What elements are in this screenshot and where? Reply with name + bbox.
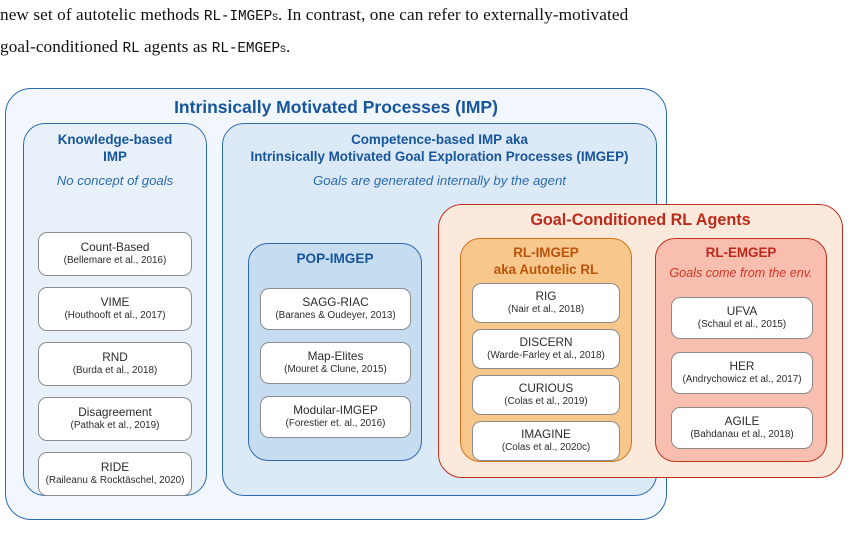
method-card-imagine: IMAGINE(Colas et al., 2020c) <box>472 421 620 461</box>
method-card-rig: RIG(Nair et al., 2018) <box>472 283 620 323</box>
method-card-curious: CURIOUS(Colas et al., 2019) <box>472 375 620 415</box>
method-name: SAGG-RIAC <box>302 295 369 310</box>
method-card-discern: DISCERN(Warde-Farley et al., 2018) <box>472 329 620 369</box>
method-reference: (Mouret & Clune, 2015) <box>284 364 387 376</box>
caption-text: goal-conditioned <box>0 37 123 56</box>
rl-emgep-subtitle: Goals come from the env. <box>669 266 813 280</box>
method-name: Count-Based <box>80 240 150 255</box>
imp-title: Intrinsically Motivated Processes (IMP) <box>174 97 498 117</box>
method-reference: (Burda et al., 2018) <box>72 365 158 377</box>
goal-conditioned-rl-agents-title: Goal-Conditioned RL Agents <box>530 211 751 229</box>
method-card-rnd: RND(Burda et al., 2018) <box>38 342 192 386</box>
knowledge-based-imp-title: Knowledge-based IMP <box>23 131 207 165</box>
method-card-ride: RIDE(Raileanu & Rocktäschel, 2020) <box>38 452 192 496</box>
method-name: HER <box>729 359 755 374</box>
method-reference: (Nair et al., 2018) <box>507 304 585 316</box>
method-card-count-based: Count-Based(Bellemare et al., 2016) <box>38 232 192 276</box>
caption-text: . <box>285 37 291 56</box>
kb-title-line-2: IMP <box>103 149 127 165</box>
method-name: AGILE <box>724 414 760 429</box>
caption-text: agents as <box>139 37 212 56</box>
caption-line-1: new set of autotelic methods RL-IMGEPs. … <box>0 0 850 32</box>
caption-smallcaps-rl-imgeps: RL-IMGEPs <box>203 9 279 25</box>
method-name: RND <box>102 350 128 365</box>
method-card-sagg-riac: SAGG-RIAC(Baranes & Oudeyer, 2013) <box>260 288 411 330</box>
rl-emgep-title: RL-EMGEP <box>705 245 777 260</box>
caption-line-2: goal-conditioned RL agents as RL-EMGEPs. <box>0 32 850 64</box>
method-card-vime: VIME(Houthooft et al., 2017) <box>38 287 192 331</box>
method-name: CURIOUS <box>518 381 574 396</box>
method-name: Modular-IMGEP <box>293 403 378 418</box>
method-reference: (Pathak et al., 2019) <box>70 420 160 432</box>
imgep-title-line-2: Intrinsically Motivated Goal Exploration… <box>250 149 629 165</box>
method-card-agile: AGILE(Bahdanau et al., 2018) <box>671 407 813 449</box>
competence-based-imgep-title: Competence-based IMP aka Intrinsically M… <box>222 131 657 165</box>
method-card-map-elites: Map-Elites(Mouret & Clune, 2015) <box>260 342 411 384</box>
knowledge-based-imp-subtitle: No concept of goals <box>56 173 174 188</box>
method-name: Map-Elites <box>307 349 364 364</box>
method-card-ufva: UFVA(Schaul et al., 2015) <box>671 297 813 339</box>
method-reference: (Bahdanau et al., 2018) <box>690 429 794 441</box>
method-name: Disagreement <box>78 405 152 420</box>
caption-paragraph: new set of autotelic methods RL-IMGEPs. … <box>0 0 850 64</box>
caption-smallcaps-rl-emgeps: RL-EMGEPs <box>211 41 286 57</box>
method-name: UFVA <box>726 304 758 319</box>
method-name: RIG <box>535 289 557 304</box>
method-name: VIME <box>100 295 130 310</box>
method-reference: (Colas et al., 2019) <box>504 396 588 408</box>
method-reference: (Colas et al., 2020c) <box>501 442 591 454</box>
method-reference: (Baranes & Oudeyer, 2013) <box>275 310 396 322</box>
method-reference: (Raileanu & Rocktäschel, 2020) <box>45 475 185 487</box>
caption-smallcaps-rl: RL <box>122 41 140 57</box>
method-reference: (Schaul et al., 2015) <box>697 319 787 331</box>
rl-imgep-title: RL-IMGEP aka Autotelic RL <box>460 244 632 278</box>
method-name: RIDE <box>100 460 130 475</box>
method-reference: (Andrychowicz et al., 2017) <box>682 374 802 386</box>
caption-text: . In contrast, one can refer to external… <box>278 5 629 24</box>
kb-title-line-1: Knowledge-based <box>57 132 173 147</box>
imgep-title-line-1: Competence-based IMP aka <box>351 132 528 147</box>
caption-text: new set of autotelic methods <box>0 5 204 24</box>
method-name: IMAGINE <box>521 427 571 442</box>
method-reference: (Forestier et. al., 2016) <box>285 418 386 430</box>
pop-imgep-title: POP-IMGEP <box>296 251 374 266</box>
method-reference: (Houthooft et al., 2017) <box>64 310 166 322</box>
competence-based-imgep-subtitle: Goals are generated internally by the ag… <box>313 173 566 188</box>
method-reference: (Bellemare et al., 2016) <box>63 255 167 267</box>
method-reference: (Warde-Farley et al., 2018) <box>487 350 605 362</box>
method-card-her: HER(Andrychowicz et al., 2017) <box>671 352 813 394</box>
rl-imgep-title-line-1: RL-IMGEP <box>513 245 579 260</box>
method-name: DISCERN <box>519 335 573 350</box>
rl-imgep-title-line-2: aka Autotelic RL <box>493 262 599 278</box>
method-card-disagreement: Disagreement(Pathak et al., 2019) <box>38 397 192 441</box>
method-card-modular-imgep: Modular-IMGEP(Forestier et. al., 2016) <box>260 396 411 438</box>
